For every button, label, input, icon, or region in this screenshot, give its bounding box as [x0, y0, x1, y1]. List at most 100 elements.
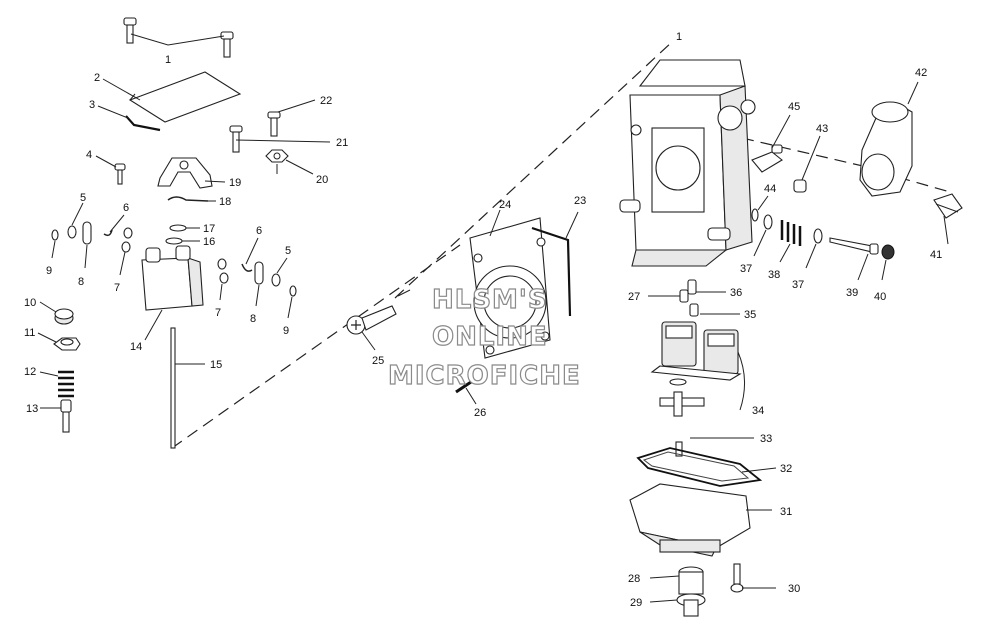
part-42-choke-elbow[interactable]: 42 [859, 67, 927, 197]
part-43-plug[interactable]: 43 [793, 123, 828, 193]
part-8-link-left[interactable]: 8 [78, 221, 92, 288]
part-19-bracket[interactable]: 19 [157, 157, 241, 189]
part-39-idle-screw[interactable]: 39 [829, 237, 879, 299]
part-36-jet[interactable]: 36 [687, 279, 742, 299]
part-26-pin[interactable]: 26 [455, 378, 486, 419]
callout-4: 4 [86, 149, 92, 161]
callout-23: 23 [574, 195, 586, 207]
assembly-guide-lines [171, 41, 951, 449]
callout-37-right: 37 [792, 279, 804, 291]
part-37-washer-left[interactable]: 37 [740, 214, 773, 275]
part-4-screw[interactable]: 4 [86, 149, 126, 185]
callout-21: 21 [336, 137, 348, 149]
callout-9-left: 9 [46, 265, 52, 277]
callout-27: 27 [628, 291, 640, 303]
callout-28: 28 [628, 573, 640, 585]
part-16-clip[interactable]: 16 [165, 236, 215, 248]
part-5-clip-right[interactable]: 5 [271, 245, 291, 287]
callout-1-body: 1 [676, 31, 682, 43]
callout-3: 3 [89, 99, 95, 111]
callout-6-left: 6 [123, 202, 129, 214]
callout-45: 45 [788, 101, 800, 113]
watermark-line-2: ONLINE [432, 322, 548, 352]
callout-12: 12 [24, 366, 36, 378]
part-32-gasket[interactable]: 32 [636, 447, 792, 487]
part-12-spring[interactable]: 12 [24, 366, 74, 398]
callout-40: 40 [874, 291, 886, 303]
part-9-clip-right[interactable]: 9 [283, 285, 297, 337]
callout-26: 26 [474, 407, 486, 419]
callout-38: 38 [768, 269, 780, 281]
part-13-needle[interactable]: 13 [26, 399, 72, 433]
watermark-line-3: MICROFICHE [388, 361, 581, 391]
part-30-screw[interactable]: 30 [730, 563, 800, 595]
callout-2: 2 [94, 72, 100, 84]
callout-6-right: 6 [256, 225, 262, 237]
part-3-wire-clip[interactable]: 3 [89, 99, 161, 132]
callout-33: 33 [760, 433, 772, 445]
callout-17: 17 [203, 223, 215, 235]
part-28-drain-fitting[interactable]: 28 [628, 566, 704, 595]
callout-1: 1 [165, 54, 171, 66]
part-23-gasket-bracket[interactable]: 23 [531, 195, 586, 317]
callout-5-left: 5 [80, 192, 86, 204]
part-22-screw[interactable]: 22 [267, 95, 332, 137]
part-31-float-bowl[interactable]: 31 [629, 483, 792, 557]
callout-19: 19 [229, 177, 241, 189]
part-10-cap[interactable]: 10 [24, 297, 74, 325]
callout-44: 44 [764, 183, 776, 195]
callout-18: 18 [219, 196, 231, 208]
part-24-cover-plate[interactable]: 24 [469, 199, 551, 359]
part-34-float-assembly[interactable]: 34 [650, 321, 764, 417]
callout-10: 10 [24, 297, 36, 309]
part-21-screw[interactable]: 21 [229, 125, 348, 153]
watermark: HLSM'S ONLINE MICROFICHE [387, 284, 581, 391]
callout-14: 14 [130, 341, 142, 353]
part-40-cap[interactable]: 40 [874, 244, 895, 303]
callout-22: 22 [320, 95, 332, 107]
callout-31: 31 [780, 506, 792, 518]
callout-34: 34 [752, 405, 764, 417]
part-37-washer-right[interactable]: 37 [792, 228, 823, 291]
part-1-screws[interactable]: 1 [123, 17, 234, 66]
carburetor-body[interactable] [619, 59, 756, 267]
part-45-fitting[interactable]: 45 [751, 101, 800, 173]
callout-8-right: 8 [250, 313, 256, 325]
part-18-clip[interactable]: 18 [167, 196, 231, 208]
part-27-pin[interactable]: 27 [628, 289, 689, 303]
callout-29: 29 [630, 597, 642, 609]
part-17-pin[interactable]: 17 [169, 223, 215, 235]
part-5-clip-left[interactable]: 5 [67, 192, 86, 239]
part-35-jet[interactable]: 35 [689, 303, 756, 321]
callout-5-right: 5 [285, 245, 291, 257]
callout-30: 30 [788, 583, 800, 595]
part-29-plug[interactable]: 29 [630, 593, 706, 617]
part-44-washer[interactable]: 44 [751, 183, 776, 222]
callout-43: 43 [816, 123, 828, 135]
part-2-plate[interactable]: 2 [94, 71, 242, 123]
part-25-screw[interactable]: 25 [346, 289, 411, 367]
part-14-float[interactable]: 14 [130, 245, 204, 353]
part-7-washer-right[interactable]: 7 [215, 258, 229, 319]
callout-24: 24 [499, 199, 511, 211]
callout-16: 16 [203, 236, 215, 248]
callout-25: 25 [372, 355, 384, 367]
part-6-clip-right[interactable]: 6 [241, 225, 262, 272]
part-8-link-right[interactable]: 8 [250, 261, 264, 325]
part-7-washer-left[interactable]: 7 [114, 227, 133, 294]
part-15-rod[interactable]: 15 [170, 327, 222, 449]
part-38-spring[interactable]: 38 [768, 220, 802, 281]
callout-20: 20 [316, 174, 328, 186]
callout-11: 11 [24, 327, 35, 339]
part-9-clip-left[interactable]: 9 [46, 229, 59, 277]
part-11-nut[interactable]: 11 [24, 327, 81, 351]
callout-7-left: 7 [114, 282, 120, 294]
part-6-clip-left[interactable]: 6 [103, 202, 129, 237]
callout-41: 41 [930, 249, 942, 261]
part-20-nut[interactable]: 20 [265, 149, 328, 186]
part-41-screw[interactable]: 41 [930, 193, 963, 261]
callout-36: 36 [730, 287, 742, 299]
callout-39: 39 [846, 287, 858, 299]
part-33-needle[interactable]: 33 [675, 433, 772, 457]
